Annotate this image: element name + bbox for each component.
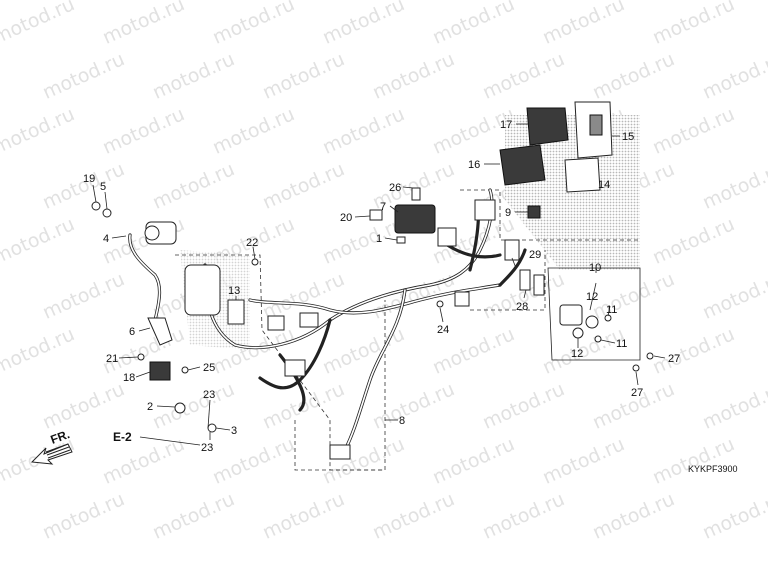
connectors — [91, 187, 654, 460]
part-22-screw — [251, 258, 259, 266]
diagram-code: KYKPF3900 — [688, 464, 738, 474]
label-ref-e2: E-2 — [113, 430, 132, 444]
dashed-outline-mid — [470, 250, 546, 311]
part-19-bolt — [91, 201, 101, 211]
label-part-20: 20 — [340, 212, 352, 224]
part-18-clamp — [149, 361, 171, 381]
part-15-window — [589, 114, 603, 136]
label-part-14: 14 — [598, 179, 610, 191]
label-part-22: 22 — [246, 237, 258, 249]
part-12-nut-b — [572, 327, 584, 339]
front-label: FR. — [49, 427, 72, 447]
part-7-connector — [394, 204, 436, 234]
part-27-bolt-b — [632, 364, 640, 372]
label-part-12-lower: 12 — [571, 348, 583, 360]
label-part-6: 6 — [129, 326, 135, 338]
part-29-fuse — [504, 239, 520, 261]
harness-connector-top — [474, 199, 496, 221]
harness-connector-right — [454, 291, 470, 307]
part-20-clip — [369, 209, 383, 221]
dashed-outline-bottom — [294, 300, 386, 471]
starter-relay-group — [559, 304, 612, 343]
shaded-area-upper-right — [505, 115, 640, 270]
label-part-25: 25 — [203, 362, 215, 374]
starter-relay — [559, 304, 583, 326]
part-13-switch — [227, 299, 245, 325]
label-part-26: 26 — [389, 182, 401, 194]
part-21-bolt — [137, 353, 145, 361]
label-part-27-upper: 27 — [668, 353, 680, 365]
label-part-27-lower: 27 — [631, 387, 643, 399]
part-28-fuse-a — [519, 269, 531, 291]
label-part-7: 7 — [380, 201, 386, 213]
label-part-15: 15 — [622, 131, 634, 143]
front-direction-indicator: FR. — [30, 427, 73, 465]
label-part-21: 21 — [106, 353, 118, 365]
label-part-4: 4 — [103, 233, 109, 245]
harness-connector-center — [299, 312, 319, 328]
part-3-washer — [207, 423, 217, 433]
relay-parts-upper — [499, 101, 613, 193]
label-part-16: 16 — [468, 159, 480, 171]
part-16-relay — [499, 144, 546, 186]
part-2-bolt — [174, 402, 186, 414]
label-part-28: 28 — [516, 301, 528, 313]
label-part-3: 3 — [231, 425, 237, 437]
label-part-8: 8 — [399, 415, 405, 427]
part-number-labels: 17 15 16 14 26 7 20 1 9 10 12 11 12 11 2… — [83, 119, 738, 474]
label-part-29: 29 — [529, 249, 541, 261]
part-8-connector-end — [329, 444, 351, 460]
group-box-10 — [547, 267, 641, 361]
part-14-relay — [564, 157, 601, 193]
label-part-24: 24 — [437, 324, 449, 336]
label-part-23-upper: 23 — [203, 389, 215, 401]
label-part-13: 13 — [228, 285, 240, 297]
ignition-coil-assembly — [128, 221, 177, 346]
spark-plug-cap — [147, 317, 173, 346]
label-part-17: 17 — [500, 119, 512, 131]
label-part-23-lower: 23 — [201, 442, 213, 454]
label-part-18: 18 — [123, 372, 135, 384]
label-part-11-lower: 11 — [616, 338, 627, 350]
label-part-2: 2 — [147, 401, 153, 413]
ignition-coil-terminal — [144, 225, 160, 241]
front-arrow-icon — [30, 443, 73, 465]
label-part-1: 1 — [376, 233, 382, 245]
part-5-clip — [102, 208, 112, 218]
part-12-nut-a — [585, 315, 599, 329]
harness-cover-left — [184, 264, 221, 316]
part-24-bolt — [436, 300, 444, 308]
part-26-bolt — [411, 187, 421, 201]
harness-connector-left — [267, 315, 285, 331]
part-11-bolt-b — [594, 335, 602, 343]
label-part-5: 5 — [100, 181, 106, 193]
leader-lines — [92, 123, 666, 446]
part-27-bolt-a — [646, 352, 654, 360]
label-part-19: 19 — [83, 173, 95, 185]
harness-connector-mid — [437, 227, 457, 247]
label-part-10: 10 — [589, 262, 601, 274]
main-wire-harness — [203, 188, 527, 452]
harness-connector-lower — [284, 359, 306, 377]
label-part-9: 9 — [505, 207, 511, 219]
label-part-12-upper: 12 — [586, 291, 598, 303]
dashed-outline-right — [460, 189, 640, 241]
part-25-screw — [181, 366, 189, 374]
part-9-connector — [527, 205, 541, 219]
label-part-11-upper: 11 — [606, 304, 617, 316]
part-1-clip — [396, 236, 406, 244]
part-17-unit — [526, 107, 569, 146]
part-28-fuse-b — [533, 274, 545, 296]
